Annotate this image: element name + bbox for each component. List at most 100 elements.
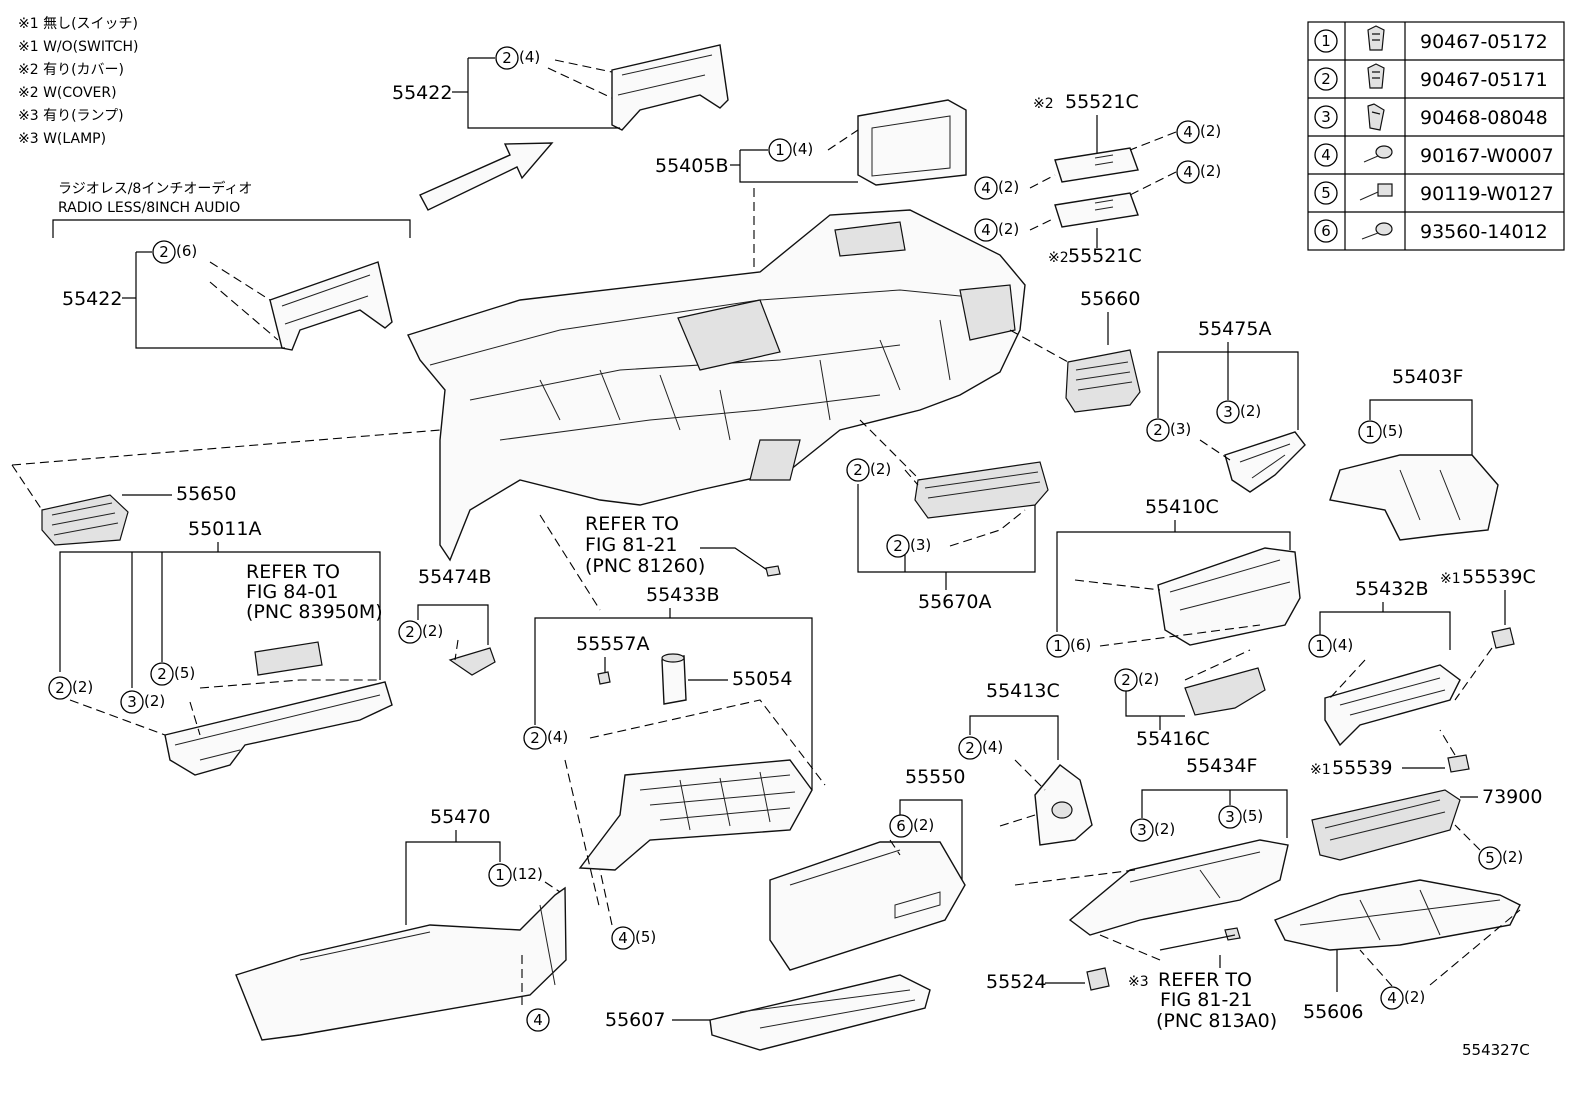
- callout-number: 2: [157, 665, 167, 683]
- callout-number: 1: [775, 141, 785, 159]
- refer-line: FIG 84-01: [246, 581, 339, 603]
- callout-qty: (5): [174, 664, 195, 682]
- part-label: 55606: [1303, 1001, 1363, 1023]
- table-row: 3 90468-08048: [1314, 103, 1548, 131]
- part-label: 55557A: [576, 633, 649, 655]
- part-label: 55433B: [646, 584, 719, 606]
- refer-line: (PNC 83950M): [246, 601, 383, 623]
- refer-line: REFER TO: [246, 561, 340, 583]
- table-row-part: 93560-14012: [1420, 221, 1548, 243]
- refer-line: REFER TO: [1158, 969, 1252, 991]
- part-55475A: 55475A 2 (3) 3 (2): [1146, 318, 1306, 493]
- callout-number: 4: [1183, 163, 1193, 181]
- screw-icon: [1361, 222, 1393, 240]
- part-label: 55410C: [1145, 496, 1219, 518]
- table-row: 5 90119-W0127: [1314, 181, 1554, 205]
- callout-qty: (2): [1240, 402, 1261, 420]
- part-label: 55403F: [1392, 366, 1463, 388]
- callout-number: 4: [1183, 123, 1193, 141]
- table-row-number: 6: [1321, 222, 1331, 240]
- part-55405B: 55405B 1 (4): [655, 99, 967, 355]
- callout-qty: (4): [547, 728, 568, 746]
- table-row: 6 93560-14012: [1314, 219, 1548, 243]
- part-label: 55539C: [1462, 566, 1536, 588]
- callout-number: 3: [127, 693, 137, 711]
- callout-qty: (5): [1382, 422, 1403, 440]
- part-label: 55474B: [418, 566, 491, 588]
- note-line: ※2 有り(カバー): [18, 62, 124, 78]
- callout-qty: (4): [1332, 636, 1353, 654]
- note-line: ※1 W/O(SWITCH): [18, 39, 138, 55]
- callout-number: 5: [1485, 849, 1495, 867]
- callout-qty: (6): [1070, 636, 1091, 654]
- refer-line: (PNC 813A0): [1156, 1010, 1277, 1032]
- clip-icon: [1367, 103, 1385, 131]
- callout-qty: (5): [635, 928, 656, 946]
- part-label: 55521C: [1065, 91, 1139, 113]
- screw-icon: [1363, 145, 1393, 163]
- part-label: 55422: [392, 82, 452, 104]
- refer-line: REFER TO: [585, 513, 679, 535]
- part-label: 55607: [605, 1009, 665, 1031]
- part-55432B: 55432B 1 (4) ※1 55539C ※1 55539: [1308, 566, 1536, 779]
- refer-line: (PNC 81260): [585, 555, 705, 577]
- part-55410C: 55410C 1 (6): [1046, 496, 1301, 658]
- table-row-number: 3: [1321, 108, 1331, 126]
- callout-number: 2: [1153, 421, 1163, 439]
- radio-note: RADIO LESS/8INCH AUDIO: [58, 200, 240, 216]
- table-row-part: 90467-05171: [1420, 69, 1548, 91]
- table-row: 2 90467-05171: [1314, 63, 1548, 91]
- note-line: ※3 有り(ランプ): [18, 108, 124, 124]
- part-55524: 55524: [986, 967, 1110, 993]
- callout-qty: (12): [512, 865, 543, 883]
- table-row-part: 90167-W0007: [1420, 145, 1554, 167]
- callout-qty: (2): [1200, 122, 1221, 140]
- callout-number: 4: [618, 929, 628, 947]
- callout-number: 2: [893, 537, 903, 555]
- bolt-icon: [1359, 183, 1393, 201]
- part-55521C-group: ※2 55521C 4 (2) 4 (2) 4 (2) 4 (2) ※2 555…: [974, 91, 1221, 267]
- table-row-number: 1: [1321, 32, 1331, 50]
- callout-qty: (2): [72, 678, 93, 696]
- callout-number: 4: [981, 221, 991, 239]
- table-row-part: 90468-08048: [1420, 107, 1548, 129]
- callout-number: 1: [1315, 637, 1325, 655]
- prefix: ※1: [1440, 571, 1461, 587]
- callout-number: 6: [896, 817, 906, 835]
- part-55011A: 55011A REFER TO FIG 84-01 (PNC 83950M) 2…: [48, 518, 393, 776]
- fastener-table: 1 90467-05172 2 90467-05171 3 90468-0804…: [1307, 21, 1565, 251]
- callout-qty: (2): [1200, 162, 1221, 180]
- prefix: ※2: [1048, 250, 1069, 266]
- callout-number: 1: [1365, 423, 1375, 441]
- table-row: 1 90467-05172: [1314, 25, 1548, 53]
- callout-number: 3: [1223, 403, 1233, 421]
- part-label: 55405B: [655, 155, 728, 177]
- note-line: ※3 W(LAMP): [18, 131, 106, 147]
- callout-qty: (4): [792, 140, 813, 158]
- table-row-number: 4: [1321, 146, 1331, 164]
- callout-number: 4: [1387, 989, 1397, 1007]
- part-label: 55422: [62, 288, 122, 310]
- part-55606: 55606 4 (2): [1274, 879, 1521, 1023]
- figure-code: 554327C: [1462, 1041, 1530, 1059]
- part-55470: 55470 1 (12) 4: [235, 806, 567, 1041]
- prefix: ※3: [1128, 974, 1149, 990]
- callout-qty: (2): [144, 692, 165, 710]
- part-label: 73900: [1482, 786, 1542, 808]
- clip-icon: [1367, 63, 1385, 89]
- part-55422-top: 55422 2 (4): [392, 44, 729, 131]
- part-55650: 55650: [11, 429, 441, 546]
- part-label: 55550: [905, 766, 965, 788]
- callout-number: 3: [1225, 808, 1235, 826]
- part-label: 55524: [986, 971, 1046, 993]
- part-label: 55416C: [1136, 728, 1210, 750]
- prefix: ※2: [1033, 96, 1054, 112]
- callout-number: 4: [533, 1011, 543, 1029]
- part-55416C: 2 (2) 55416C: [1114, 649, 1266, 750]
- part-55660: 55660: [1009, 288, 1141, 413]
- direction-arrow: [419, 142, 554, 211]
- note-line: ※1 無し(スイッチ): [18, 16, 138, 32]
- part-73900: 73900 5 (2): [1311, 786, 1542, 870]
- callout-number: 1: [495, 866, 505, 884]
